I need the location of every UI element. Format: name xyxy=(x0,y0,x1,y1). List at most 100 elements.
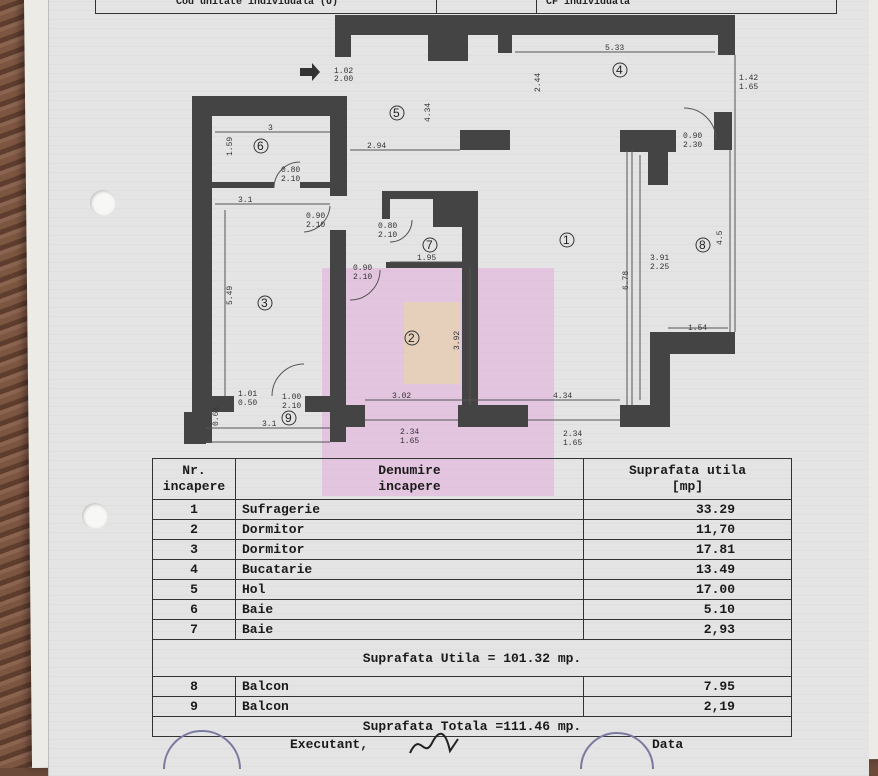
dim-090c: 0.90 xyxy=(683,132,702,141)
header-area-line1: Suprafata utila xyxy=(628,463,747,478)
wall-bottom-right xyxy=(650,332,670,427)
row-area: 7.95 xyxy=(583,676,792,697)
dim-210e: 2.10 xyxy=(282,402,301,411)
wall-balcony-pillar xyxy=(648,130,668,185)
dim-195: 1.95 xyxy=(417,254,436,263)
row-nr: 3 xyxy=(152,539,236,560)
date-label: Data xyxy=(652,737,684,752)
row-nr: 9 xyxy=(152,696,236,717)
table-row: 6 Baie 5.10 xyxy=(152,599,792,620)
row-name: Baie xyxy=(235,619,584,640)
header-divider-2 xyxy=(536,0,537,13)
subtotal-row: Suprafata Utila = 101.32 mp. xyxy=(152,639,792,677)
seal-stamp-right xyxy=(580,732,654,769)
seal-stamp-left xyxy=(163,730,241,769)
dim-050: 0.50 xyxy=(238,399,257,408)
dim-234b: 2.34 xyxy=(563,430,582,439)
wall-bottom-mid-a xyxy=(345,405,365,427)
wall-top-left xyxy=(335,15,351,57)
row-name: Baie xyxy=(235,599,584,620)
header-cell-right: CF individuala xyxy=(546,0,631,8)
wall-balcony-bottom xyxy=(650,332,735,354)
room-3-label: 3 xyxy=(261,296,268,310)
header-cell-left: Cod unitate individuala (U) xyxy=(176,0,339,8)
row-area: 17.00 xyxy=(583,579,792,600)
row-nr: 6 xyxy=(152,599,236,620)
wall-room9-right xyxy=(305,396,330,412)
dimension-labels: 5.33 2.44 4.34 1.42 1.65 1.02 2.00 3 1.5… xyxy=(212,44,758,448)
dim-159: 1.59 xyxy=(226,137,235,156)
dim-165b: 1.65 xyxy=(400,437,419,446)
dim-244: 2.44 xyxy=(534,73,543,92)
header-name-line2: incapere xyxy=(378,479,441,494)
walls xyxy=(184,15,735,444)
thin-lines xyxy=(206,51,736,443)
dim-31b: 3.1 xyxy=(262,420,277,429)
wall-pillar-2 xyxy=(498,35,512,53)
room-2-label: 2 xyxy=(408,331,415,345)
dim-101: 1.01 xyxy=(238,390,257,399)
wall-bottom-left xyxy=(184,412,206,444)
wall-bottom-mid-b xyxy=(458,405,528,427)
row-nr: 4 xyxy=(152,559,236,580)
dim-154: 1.54 xyxy=(688,324,707,333)
dim-200: 2.00 xyxy=(334,75,353,84)
row-name: Balcon xyxy=(235,676,584,697)
subtotal-useful-area: Suprafata Utila = 101.32 mp. xyxy=(152,639,792,677)
total-row: Suprafata Totala =111.46 mp. xyxy=(152,716,792,737)
table-row: 3 Dormitor 17.81 xyxy=(152,539,792,560)
room-2-marker xyxy=(404,330,420,346)
dim-080b: 0.80 xyxy=(378,222,397,231)
table-row: 2 Dormitor 11,70 xyxy=(152,519,792,540)
door-arc-7 xyxy=(389,219,413,243)
wall-bath-bottom xyxy=(386,262,462,268)
dim-102: 1.02 xyxy=(334,67,353,76)
room-8-label: 8 xyxy=(699,238,706,252)
dim-100: 1.00 xyxy=(282,393,301,402)
wall-room3-right xyxy=(330,230,346,442)
signature-stroke xyxy=(409,732,459,754)
table-row: 5 Hol 17.00 xyxy=(152,579,792,600)
header-area-line2: [mp] xyxy=(671,479,704,494)
table-row: 8 Balcon 7.95 xyxy=(152,676,792,697)
header-area: Suprafata utila[mp] xyxy=(583,458,792,500)
signature-mark xyxy=(409,732,459,754)
row-area: 11,70 xyxy=(583,519,792,540)
door-arc-3 xyxy=(303,205,331,233)
room-4-marker xyxy=(612,62,628,78)
dim-165a: 1.65 xyxy=(739,83,758,92)
door-arc-9 xyxy=(271,363,305,397)
wall-bath-left xyxy=(382,191,390,219)
seal-ring xyxy=(580,732,654,769)
punch-hole-top xyxy=(90,190,116,216)
room-5-label: 5 xyxy=(393,106,400,120)
row-area: 2,93 xyxy=(583,619,792,640)
dim-165c: 1.65 xyxy=(563,439,582,448)
row-name: Hol xyxy=(235,579,584,600)
dim-549: 5.49 xyxy=(226,286,235,305)
room-1-label: 1 xyxy=(563,233,570,247)
dim-3: 3 xyxy=(268,124,273,133)
row-name: Dormitor xyxy=(235,519,584,540)
dim-080a: 0.80 xyxy=(281,166,300,175)
row-name: Bucatarie xyxy=(235,559,584,580)
header-divider xyxy=(436,0,437,13)
dim-090a: 0.90 xyxy=(306,212,325,221)
room-4-label: 4 xyxy=(616,63,623,77)
room-9-label: 9 xyxy=(285,411,292,425)
dim-392: 3.92 xyxy=(453,331,462,350)
dim-210d: 2.10 xyxy=(353,273,372,282)
room-7-label: 7 xyxy=(426,238,433,252)
row-area: 17.81 xyxy=(583,539,792,560)
dim-090b: 0.90 xyxy=(353,264,372,273)
door-arc-2 xyxy=(349,269,381,301)
dim-210b: 2.10 xyxy=(306,221,325,230)
door-arc-6 xyxy=(273,161,301,189)
stamp-logo xyxy=(404,302,460,384)
dim-294: 2.94 xyxy=(367,142,386,151)
dim-434-vertical: 4.34 xyxy=(424,103,433,122)
